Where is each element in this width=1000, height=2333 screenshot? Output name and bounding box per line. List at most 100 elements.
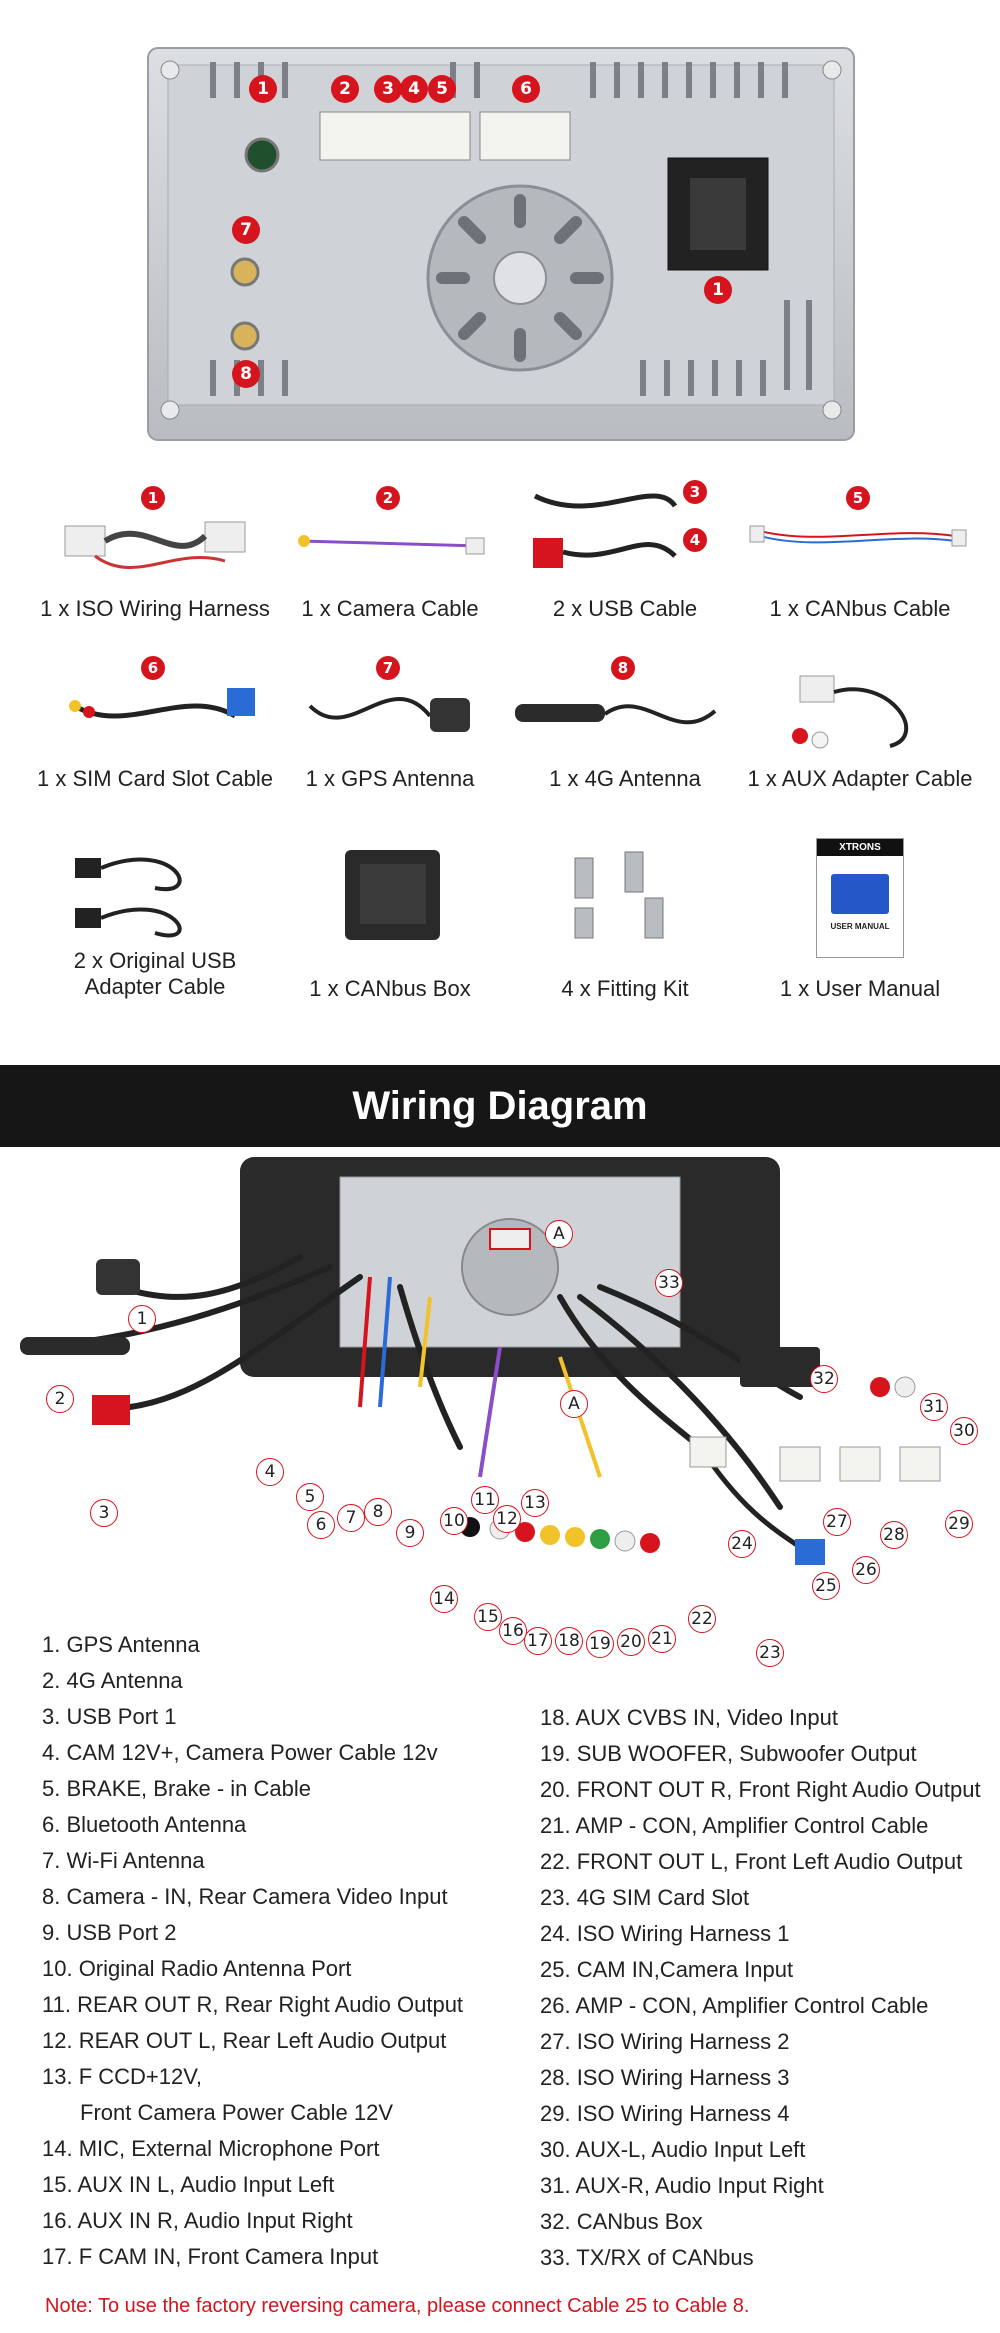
usb-cable-image	[533, 493, 678, 568]
accessory-4g-antenna: 8 1 x 4G Antenna	[505, 656, 745, 792]
legend-item: 24. ISO Wiring Harness 1	[540, 1921, 790, 1946]
accessory-marker: 1	[141, 486, 165, 510]
legend-item: 13. F CCD+12V,	[42, 2064, 202, 2089]
section-title-bar: Wiring Diagram	[0, 1065, 1000, 1147]
cable-note: Note: To use the factory reversing camer…	[45, 2295, 750, 2317]
legend-item: 4. CAM 12V+, Camera Power Cable 12v	[42, 1740, 438, 1765]
legend-item: 8. Camera - IN, Rear Camera Video Input	[42, 1884, 448, 1909]
panel-marker-6: 6	[512, 75, 540, 103]
accessory-label: 1 x User Manual	[779, 976, 941, 1001]
callout-12: 12	[493, 1505, 521, 1533]
legend-item: 9. USB Port 2	[42, 1920, 177, 1945]
callout-30: 30	[950, 1417, 978, 1445]
accessory-sim-card-cable: 6 1 x SIM Card Slot Cable	[35, 656, 275, 792]
accessory-label: 4 x Fitting Kit	[561, 976, 689, 1001]
accessory-canbus-box: 1 x CANbus Box	[270, 838, 510, 1002]
callout-10: 10	[440, 1507, 468, 1535]
accessory-label: 1 x AUX Adapter Cable	[747, 766, 973, 791]
panel-marker-1: 1	[249, 75, 277, 103]
accessory-marker: 8	[611, 656, 635, 680]
legend-item: 1. GPS Antenna	[42, 1632, 200, 1657]
callout-7: 7	[337, 1504, 365, 1532]
callout-13: 13	[521, 1489, 549, 1517]
accessory-original-usb-adapter: 2 x Original USB Adapter Cable	[35, 838, 275, 1000]
callout-20: 20	[617, 1628, 645, 1656]
accessory-user-manual: XTRONS USER MANUAL 1 x User Manual	[740, 838, 980, 1002]
canbus-box-image	[345, 850, 440, 940]
legend-item: 18. AUX CVBS IN, Video Input	[540, 1705, 838, 1730]
accessory-label: 1 x CANbus Cable	[769, 596, 951, 621]
accessory-iso-harness: 1 1 x ISO Wiring Harness	[35, 486, 275, 622]
callout-17: 17	[524, 1627, 552, 1655]
accessory-marker: 3	[683, 480, 707, 504]
legend-item: 12. REAR OUT L, Rear Left Audio Output	[42, 2028, 447, 2053]
sim-cable-image	[69, 688, 255, 719]
callout-1: 1	[128, 1305, 156, 1333]
legend-item: 30. AUX-L, Audio Input Left	[540, 2137, 806, 2162]
legend-item: 10. Original Radio Antenna Port	[42, 1956, 352, 1981]
legend-item: 29. ISO Wiring Harness 4	[540, 2101, 790, 2126]
manual-cover: XTRONS USER MANUAL	[816, 838, 904, 958]
canbus-cable-image	[749, 525, 967, 547]
panel-marker-2: 2	[331, 75, 359, 103]
accessory-label: 1 x GPS Antenna	[305, 766, 475, 791]
fitting-kit-image	[574, 851, 664, 939]
accessory-usb-cable: 3 4 2 x USB Cable	[505, 480, 745, 622]
accessory-gps-antenna: 7 1 x GPS Antenna	[270, 656, 510, 792]
legend-item: 32. CANbus Box	[540, 2209, 703, 2234]
legend-item: 21. AMP - CON, Amplifier Control Cable	[540, 1813, 929, 1838]
legend-item: 22. FRONT OUT L, Front Left Audio Output	[540, 1849, 963, 1874]
iso-harness-image	[64, 521, 246, 569]
callout-6: 6	[307, 1511, 335, 1539]
callout-14: 14	[430, 1585, 458, 1613]
accessory-camera-cable: 2 1 x Camera Cable	[270, 486, 510, 622]
accessory-label: 1 x CANbus Box	[309, 976, 471, 1001]
gps-antenna-image	[308, 696, 470, 732]
callout-25: 25	[812, 1572, 840, 1600]
legend-item: 6. Bluetooth Antenna	[42, 1812, 247, 1837]
callout-19: 19	[586, 1630, 614, 1658]
section-title: Wiring Diagram	[352, 1083, 648, 1128]
panel-marker-5: 5	[428, 75, 456, 103]
legend-item: 28. ISO Wiring Harness 3	[540, 2065, 790, 2090]
callout-31: 31	[920, 1393, 948, 1421]
aux-adapter-image	[792, 675, 909, 749]
legend-item: Front Camera Power Cable 12V	[80, 2100, 394, 2125]
connector-a-label-lower: A	[560, 1390, 588, 1418]
callout-33: 33	[655, 1269, 683, 1297]
legend-item: 23. 4G SIM Card Slot	[540, 1885, 750, 1910]
legend-item: 5. BRAKE, Brake - in Cable	[42, 1776, 312, 1801]
usb-adapter-image	[75, 857, 182, 938]
legend-item: 19. SUB WOOFER, Subwoofer Output	[540, 1741, 917, 1766]
callout-11: 11	[471, 1486, 499, 1514]
callout-9: 9	[396, 1519, 424, 1547]
callout-3: 3	[90, 1499, 118, 1527]
accessory-marker: 5	[846, 486, 870, 510]
callout-27: 27	[823, 1508, 851, 1536]
legend-item: 20. FRONT OUT R, Front Right Audio Outpu…	[540, 1777, 981, 1802]
legend-item: 15. AUX IN L, Audio Input Left	[42, 2172, 335, 2197]
legend-item: 33. TX/RX of CANbus	[540, 2245, 754, 2270]
callout-4: 4	[256, 1458, 284, 1486]
panel-marker-3: 3	[374, 75, 402, 103]
camera-cable-image	[298, 535, 485, 555]
panel-marker-8: 8	[232, 360, 260, 388]
accessory-marker: 2	[376, 486, 400, 510]
callout-28: 28	[880, 1521, 908, 1549]
callout-21: 21	[648, 1625, 676, 1653]
callout-32: 32	[810, 1365, 838, 1393]
legend-item: 2. 4G Antenna	[42, 1668, 183, 1693]
legend-left: 1. GPS Antenna 2. 4G Antenna 3. USB Port…	[42, 1627, 463, 2275]
callout-24: 24	[728, 1530, 756, 1558]
legend-item: 3. USB Port 1	[42, 1704, 177, 1729]
legend-right: 18. AUX CVBS IN, Video Input 19. SUB WOO…	[540, 1700, 981, 2276]
manual-brand: XTRONS	[817, 839, 903, 856]
callout-18: 18	[555, 1627, 583, 1655]
4g-antenna-image	[515, 704, 717, 725]
legend-item: 16. AUX IN R, Audio Input Right	[42, 2208, 353, 2233]
legend-item: 17. F CAM IN, Front Camera Input	[42, 2244, 379, 2269]
accessory-label: 1 x ISO Wiring Harness	[40, 596, 270, 621]
legend-item: 26. AMP - CON, Amplifier Control Cable	[540, 1993, 929, 2018]
callout-5: 5	[296, 1483, 324, 1511]
back-panel-illustration	[147, 47, 855, 441]
